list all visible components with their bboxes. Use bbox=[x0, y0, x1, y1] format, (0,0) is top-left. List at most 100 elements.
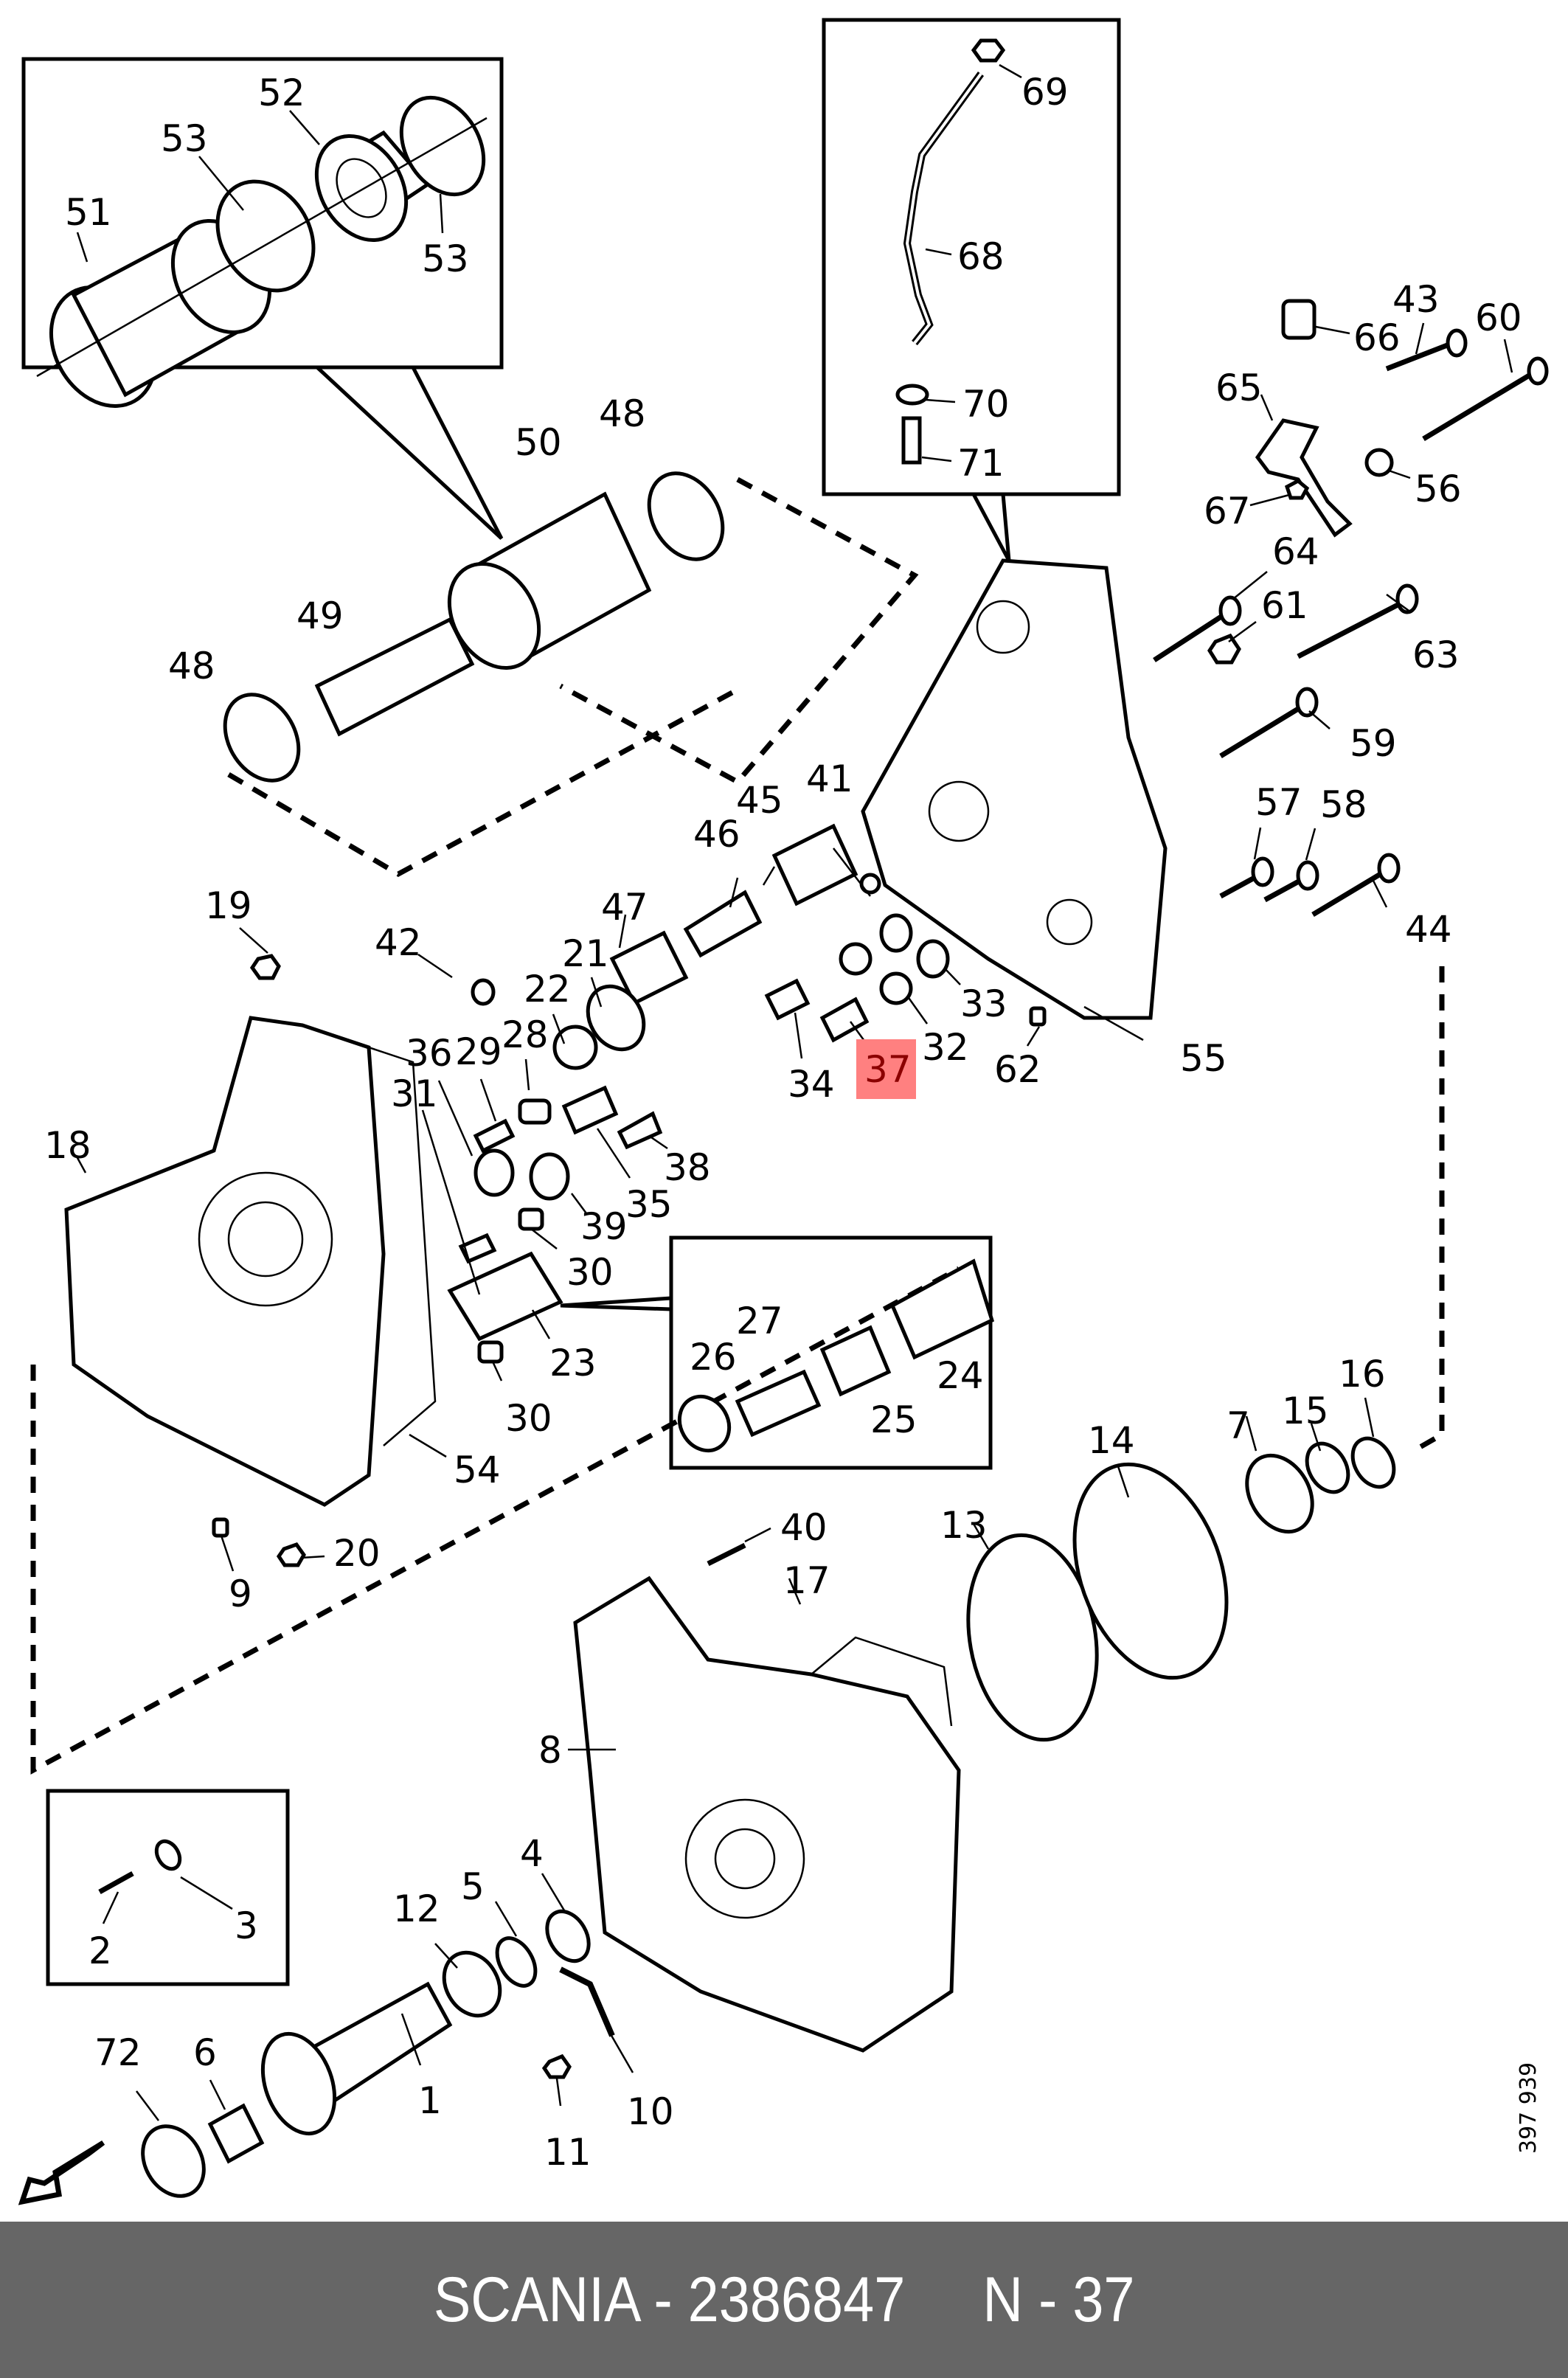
callout-12[interactable]: 12 bbox=[393, 1888, 440, 1930]
callout-71[interactable]: 71 bbox=[957, 442, 1005, 485]
callout-20[interactable]: 20 bbox=[333, 1532, 381, 1575]
part-71-banjo-bolt bbox=[901, 416, 922, 465]
callout-60[interactable]: 60 bbox=[1475, 297, 1522, 339]
part-47-plunger bbox=[609, 930, 689, 1006]
callout-43[interactable]: 43 bbox=[1392, 278, 1440, 321]
callout-63[interactable]: 63 bbox=[1412, 634, 1460, 676]
callout-38[interactable]: 38 bbox=[664, 1146, 711, 1189]
callout-41[interactable]: 41 bbox=[806, 758, 853, 800]
callout-16[interactable]: 16 bbox=[1339, 1353, 1386, 1396]
callout-51[interactable]: 51 bbox=[65, 191, 112, 234]
callout-69[interactable]: 69 bbox=[1021, 71, 1069, 114]
callout-72[interactable]: 72 bbox=[94, 2031, 142, 2074]
part-49-spring bbox=[314, 617, 475, 737]
callout-5[interactable]: 5 bbox=[461, 1865, 485, 1908]
callout-37-highlighted[interactable]: 37 bbox=[864, 1048, 912, 1091]
part-60-bolt bbox=[1422, 370, 1536, 442]
callout-39[interactable]: 39 bbox=[580, 1205, 628, 1248]
callout-21[interactable]: 21 bbox=[562, 932, 609, 975]
callout-67[interactable]: 67 bbox=[1204, 490, 1251, 533]
part-15-lock-washer bbox=[1305, 1441, 1350, 1494]
upper-piston-group bbox=[223, 471, 858, 1006]
part-25-sleeve bbox=[819, 1325, 892, 1397]
part-27-spring bbox=[735, 1369, 822, 1438]
callout-52[interactable]: 52 bbox=[258, 72, 305, 114]
callout-65[interactable]: 65 bbox=[1215, 367, 1263, 409]
part-36-valve-body bbox=[473, 1148, 515, 1197]
callout-1[interactable]: 1 bbox=[418, 2079, 442, 2122]
front-direction-arrow bbox=[18, 2140, 105, 2205]
part-67-nut bbox=[1284, 479, 1310, 500]
part-41-plug bbox=[859, 873, 881, 895]
part-20-plug bbox=[276, 1542, 306, 1567]
callout-18[interactable]: 18 bbox=[44, 1124, 91, 1167]
callout-61[interactable]: 61 bbox=[1261, 584, 1308, 627]
callout-19[interactable]: 19 bbox=[205, 884, 252, 927]
callout-30-lower[interactable]: 30 bbox=[505, 1397, 552, 1440]
callout-58[interactable]: 58 bbox=[1320, 783, 1367, 826]
callout-32[interactable]: 32 bbox=[922, 1026, 969, 1069]
callout-49[interactable]: 49 bbox=[296, 594, 344, 637]
part-45-sleeve bbox=[771, 823, 858, 907]
callout-55[interactable]: 55 bbox=[1180, 1037, 1227, 1080]
callout-14[interactable]: 14 bbox=[1088, 1419, 1135, 1462]
callout-50[interactable]: 50 bbox=[515, 421, 562, 464]
callout-66[interactable]: 66 bbox=[1353, 316, 1401, 359]
callout-30-upper[interactable]: 30 bbox=[566, 1251, 614, 1294]
callout-47[interactable]: 47 bbox=[601, 886, 648, 929]
callout-35[interactable]: 35 bbox=[625, 1183, 673, 1226]
callout-4[interactable]: 4 bbox=[520, 1832, 544, 1875]
part-32-valve-disc bbox=[879, 971, 913, 1005]
callout-9[interactable]: 9 bbox=[229, 1573, 252, 1615]
callout-59[interactable]: 59 bbox=[1350, 722, 1397, 765]
callout-2[interactable]: 2 bbox=[89, 1930, 112, 1972]
leader-lines bbox=[75, 63, 1513, 2121]
part-46-spring bbox=[683, 890, 763, 958]
callout-17[interactable]: 17 bbox=[783, 1559, 830, 1602]
callout-22[interactable]: 22 bbox=[524, 968, 571, 1011]
callout-29[interactable]: 29 bbox=[455, 1030, 502, 1073]
callout-23[interactable]: 23 bbox=[549, 1342, 597, 1384]
callout-31[interactable]: 31 bbox=[391, 1072, 438, 1115]
callout-57[interactable]: 57 bbox=[1255, 781, 1302, 824]
part-3-washer bbox=[154, 1839, 182, 1871]
callout-3[interactable]: 3 bbox=[235, 1904, 258, 1947]
callout-6[interactable]: 6 bbox=[193, 2031, 217, 2074]
callout-70[interactable]: 70 bbox=[962, 383, 1010, 426]
callout-24[interactable]: 24 bbox=[937, 1354, 984, 1397]
callout-45[interactable]: 45 bbox=[736, 779, 783, 822]
callout-53-right[interactable]: 53 bbox=[422, 238, 469, 280]
callout-15[interactable]: 15 bbox=[1282, 1390, 1329, 1432]
callout-25[interactable]: 25 bbox=[870, 1398, 917, 1441]
callout-48-upper[interactable]: 48 bbox=[599, 392, 646, 435]
callout-44[interactable]: 44 bbox=[1405, 908, 1452, 951]
callout-40[interactable]: 40 bbox=[780, 1506, 828, 1549]
callout-54[interactable]: 54 bbox=[454, 1449, 501, 1491]
part-26-cap bbox=[677, 1394, 732, 1453]
callout-48-lower[interactable]: 48 bbox=[168, 645, 215, 687]
callout-33[interactable]: 33 bbox=[960, 982, 1007, 1025]
callout-7[interactable]: 7 bbox=[1227, 1404, 1250, 1447]
callout-62[interactable]: 62 bbox=[994, 1048, 1041, 1091]
callout-28[interactable]: 28 bbox=[502, 1013, 549, 1056]
part-6-bushing bbox=[207, 2103, 265, 2164]
callout-42[interactable]: 42 bbox=[375, 921, 422, 964]
callout-13[interactable]: 13 bbox=[940, 1504, 988, 1547]
callout-34[interactable]: 34 bbox=[788, 1063, 835, 1106]
callout-26[interactable]: 26 bbox=[690, 1336, 737, 1379]
part-30-bushing-lower bbox=[477, 1340, 504, 1364]
part-2-screw bbox=[98, 1871, 134, 1895]
callout-27[interactable]: 27 bbox=[736, 1300, 783, 1342]
part-56-spacer bbox=[1364, 448, 1394, 477]
part-43-bolt bbox=[1385, 340, 1454, 372]
callout-8[interactable]: 8 bbox=[538, 1729, 562, 1772]
callout-36[interactable]: 36 bbox=[406, 1032, 453, 1075]
callout-56[interactable]: 56 bbox=[1415, 468, 1462, 510]
callout-64[interactable]: 64 bbox=[1272, 530, 1319, 573]
callout-53-left[interactable]: 53 bbox=[161, 117, 208, 160]
callout-68[interactable]: 68 bbox=[957, 235, 1005, 278]
part-13-pump-gear bbox=[966, 1533, 1099, 1742]
callout-11[interactable]: 11 bbox=[544, 2131, 592, 2174]
callout-46[interactable]: 46 bbox=[693, 813, 740, 856]
callout-10[interactable]: 10 bbox=[627, 2090, 674, 2133]
